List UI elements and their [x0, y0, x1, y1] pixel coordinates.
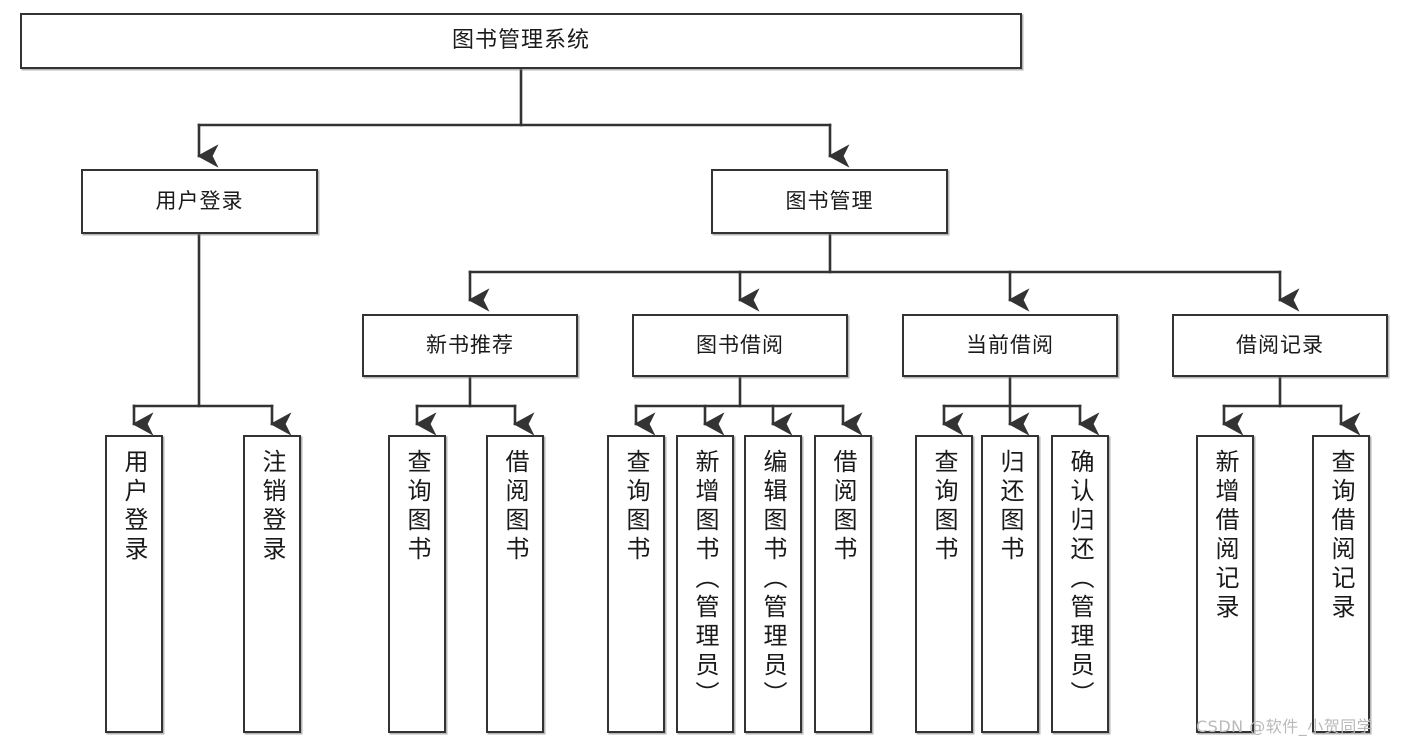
leaf-recommend-query-book[interactable]: 查询图书	[388, 435, 446, 733]
node-new-book-recommend-label: 新书推荐	[426, 333, 514, 358]
node-user-login-label: 用户登录	[155, 189, 244, 214]
leaf-label: 借阅图书	[829, 449, 857, 565]
leaf-label: 新增图书（管理员）	[691, 449, 719, 710]
leaf-recommend-borrow-book[interactable]: 借阅图书	[486, 435, 544, 733]
leaf-record-add-record[interactable]: 新增借阅记录	[1196, 435, 1254, 733]
leaf-user-login-logout[interactable]: 注销登录	[243, 435, 301, 733]
leaf-label: 注销登录	[258, 449, 286, 565]
leaf-label: 借阅图书	[501, 449, 529, 565]
node-user-login[interactable]: 用户登录	[81, 169, 318, 234]
node-current-borrow-label: 当前借阅	[966, 333, 1054, 358]
leaf-label: 查询图书	[930, 449, 958, 565]
node-root[interactable]: 图书管理系统	[20, 13, 1022, 69]
node-book-management[interactable]: 图书管理	[711, 169, 948, 234]
leaf-current-query-book[interactable]: 查询图书	[915, 435, 973, 733]
leaf-label: 确认归还（管理员）	[1066, 449, 1094, 710]
leaf-borrow-add-book-admin[interactable]: 新增图书（管理员）	[676, 435, 734, 733]
leaf-borrow-borrow-book[interactable]: 借阅图书	[814, 435, 872, 733]
node-root-label: 图书管理系统	[451, 28, 590, 54]
node-current-borrow[interactable]: 当前借阅	[902, 314, 1118, 377]
leaf-label: 归还图书	[996, 449, 1024, 565]
leaf-label: 查询图书	[622, 449, 650, 565]
node-book-management-label: 图书管理	[785, 189, 874, 214]
node-borrow-record-label: 借阅记录	[1236, 333, 1324, 358]
leaf-label: 用户登录	[120, 449, 148, 565]
leaf-label: 新增借阅记录	[1211, 449, 1239, 623]
leaf-record-query-record[interactable]: 查询借阅记录	[1312, 435, 1370, 733]
leaf-current-confirm-return-admin[interactable]: 确认归还（管理员）	[1051, 435, 1109, 733]
leaf-current-return-book[interactable]: 归还图书	[981, 435, 1039, 733]
node-borrow-record[interactable]: 借阅记录	[1172, 314, 1388, 377]
node-new-book-recommend[interactable]: 新书推荐	[362, 314, 578, 377]
leaf-label: 查询借阅记录	[1327, 449, 1355, 623]
node-book-borrow-label: 图书借阅	[696, 333, 784, 358]
node-book-borrow[interactable]: 图书借阅	[632, 314, 848, 377]
leaf-borrow-edit-book-admin[interactable]: 编辑图书（管理员）	[744, 435, 802, 733]
leaf-label: 编辑图书（管理员）	[759, 449, 787, 710]
leaf-label: 查询图书	[403, 449, 431, 565]
leaf-borrow-query-book[interactable]: 查询图书	[607, 435, 665, 733]
leaf-user-login-login[interactable]: 用户登录	[105, 435, 163, 733]
